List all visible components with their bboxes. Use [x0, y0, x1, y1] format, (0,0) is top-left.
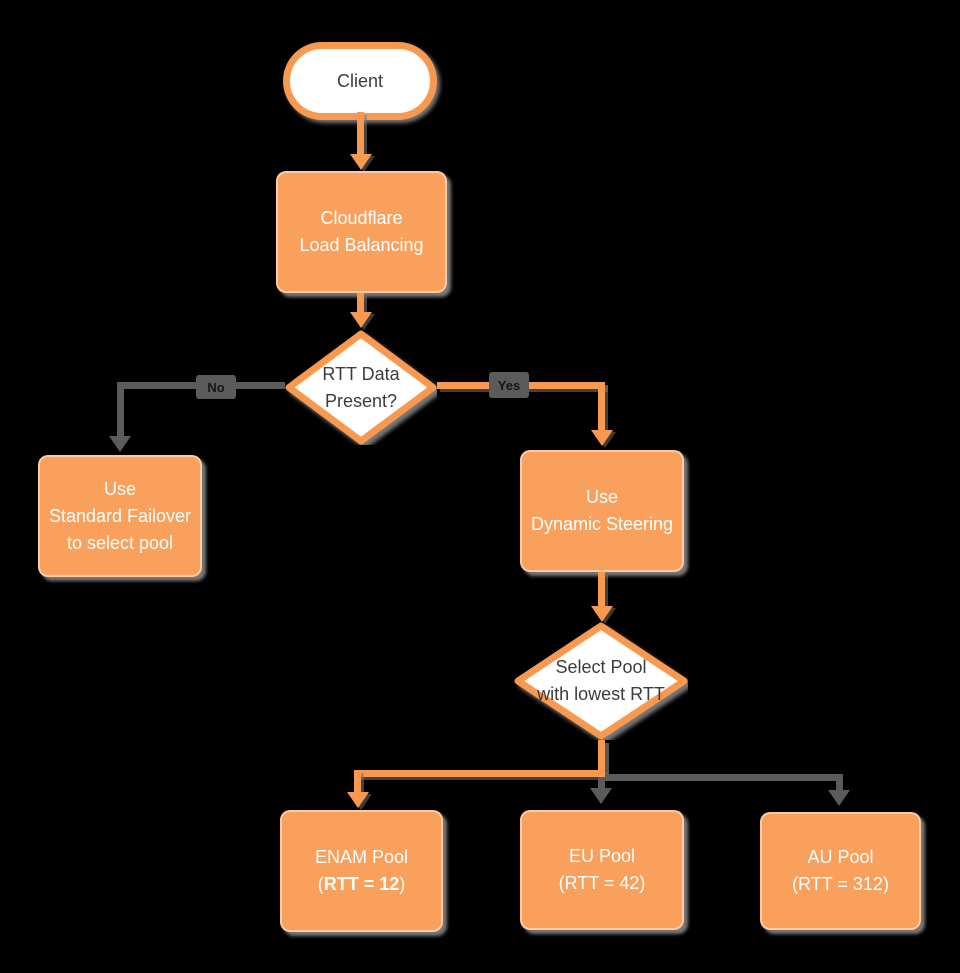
- node-enam-pool-line1: ENAM Pool: [314, 847, 409, 867]
- edge-yes-vertical-line: [598, 382, 605, 432]
- node-eu-pool-line2: (RTT = 42): [558, 873, 646, 893]
- node-eu-pool: EU Pool (RTT = 42): [520, 810, 684, 930]
- node-dynamic-steering-line2: Dynamic Steering: [530, 514, 674, 534]
- node-client: Client: [283, 42, 437, 120]
- node-rtt-decision-line2: Present?: [324, 390, 398, 411]
- edge-label-no: No: [196, 375, 236, 399]
- edge-enam-vertical2-line: [354, 770, 361, 794]
- node-enam-pool-line2: (RTT = 12): [318, 871, 406, 898]
- node-load-balancer-line1: Cloudflare: [320, 208, 403, 228]
- edge-eu-arrowhead-icon: [590, 788, 612, 804]
- edge-lb-decision-arrowhead-icon: [350, 312, 372, 328]
- node-au-pool: AU Pool (RTT = 312): [760, 812, 921, 930]
- edge-label-no-text: No: [207, 379, 225, 395]
- node-dynamic-steering: Use Dynamic Steering: [520, 450, 684, 572]
- enam-open-paren: (: [317, 874, 324, 894]
- node-eu-pool-line1: EU Pool: [568, 846, 636, 866]
- edge-au-vertical-line: [836, 774, 843, 792]
- edge-steering-selectpool-line: [598, 572, 605, 608]
- node-standard-failover-line2: Standard Failover: [48, 505, 192, 526]
- node-select-pool-line1: Select Pool: [555, 657, 647, 677]
- diamond-shape-icon: [285, 330, 437, 445]
- node-standard-failover-line1: Use: [103, 478, 136, 499]
- edge-enam-vertical1-line: [598, 740, 605, 777]
- node-standard-failover-line3: to select pool: [66, 532, 174, 553]
- edge-lb-decision-line: [357, 293, 364, 314]
- diamond-shape-icon: [514, 622, 688, 740]
- node-select-pool-line2: with lowest RTT: [537, 684, 665, 704]
- node-au-pool-line1: AU Pool: [807, 847, 874, 867]
- node-load-balancer: Cloudflare Load Balancing: [276, 171, 447, 293]
- edge-label-yes: Yes: [489, 372, 529, 398]
- edge-client-lb-line: [357, 112, 364, 156]
- edge-enam-arrowhead-icon: [347, 792, 369, 808]
- edge-label-yes-text: Yes: [497, 377, 521, 393]
- edge-au-horizontal-line: [605, 774, 843, 781]
- edge-yes-arrowhead-icon: [591, 430, 613, 446]
- edge-eu-vertical-line: [598, 777, 605, 790]
- node-au-pool-line2: (RTT = 312): [792, 874, 889, 894]
- node-load-balancer-line2: Load Balancing: [299, 235, 424, 255]
- edge-no-vertical-line: [117, 382, 124, 438]
- edge-enam-horizontal-line: [354, 770, 605, 777]
- enam-rtt-bold: RTT = 12: [323, 874, 400, 894]
- node-rtt-decision-line1: RTT Data: [322, 363, 400, 384]
- edge-steering-selectpool-arrowhead-icon: [591, 606, 613, 622]
- node-dynamic-steering-line1: Use: [585, 487, 618, 507]
- node-client-label: Client: [336, 70, 384, 91]
- edge-au-arrowhead-icon: [828, 790, 850, 806]
- enam-close-paren: ): [399, 874, 406, 894]
- node-select-pool: Select Pool with lowest RTT: [514, 622, 688, 740]
- node-enam-pool: ENAM Pool (RTT = 12): [280, 810, 443, 932]
- node-standard-failover: Use Standard Failover to select pool: [38, 455, 202, 577]
- edge-no-arrowhead-icon: [109, 436, 131, 452]
- edge-client-lb-arrowhead-icon: [350, 154, 372, 170]
- node-rtt-decision: RTT Data Present?: [285, 330, 437, 445]
